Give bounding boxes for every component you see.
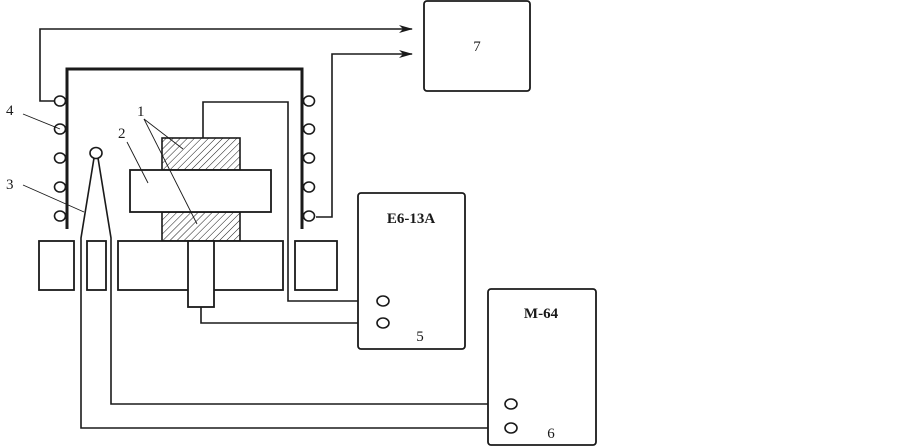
electrode-bottom [161,211,241,242]
coil-turn [53,210,67,222]
coil-turn [302,181,316,193]
device-5-number: 5 [416,329,424,345]
leader-2 [126,141,149,184]
device-5-box [357,192,466,350]
device-5-terminal-2 [376,317,390,329]
device-7-box [423,0,531,92]
label-2: 2 [118,126,126,142]
base-block-2 [86,240,107,291]
coil-lead-2-to-device-7 [316,50,413,218]
device-7-number: 7 [473,39,481,55]
electrode-top [161,137,241,171]
leader-3 [22,184,85,213]
leader-1b [143,118,198,225]
device-5-terminal-1 [376,295,390,307]
coil-turn [302,95,316,107]
coil-turn [53,152,67,164]
coil-lead-to-device-7 [39,25,413,102]
device-6-terminal-1 [504,398,518,410]
coil-turn [53,95,67,107]
leader-4 [22,113,61,130]
heater-coil-right [302,95,316,222]
device-6-terminal-2 [504,422,518,434]
coil-turn [302,152,316,164]
device-5-name: E6-13A [387,211,436,227]
coil-turn [53,181,67,193]
wire-bottom-electrode [200,307,377,324]
wire-top-electrode [202,101,377,302]
heater-coil-left [53,95,67,222]
thermocouple-wire-2 [97,157,505,405]
label-3: 3 [6,177,14,193]
coil-turn [302,123,316,135]
label-1: 1 [137,104,145,120]
leader-1a [143,118,184,150]
coil-turn [302,210,316,222]
sample-bar [129,169,272,213]
support-rod [187,240,215,308]
thermocouple-junction [89,146,103,160]
device-6-number: 6 [547,426,555,442]
base-block-1 [38,240,75,291]
device-6-name: M-64 [524,306,559,322]
thermocouple-wire-1 [80,157,505,429]
base-block-4 [294,240,338,291]
label-4: 4 [6,103,14,119]
